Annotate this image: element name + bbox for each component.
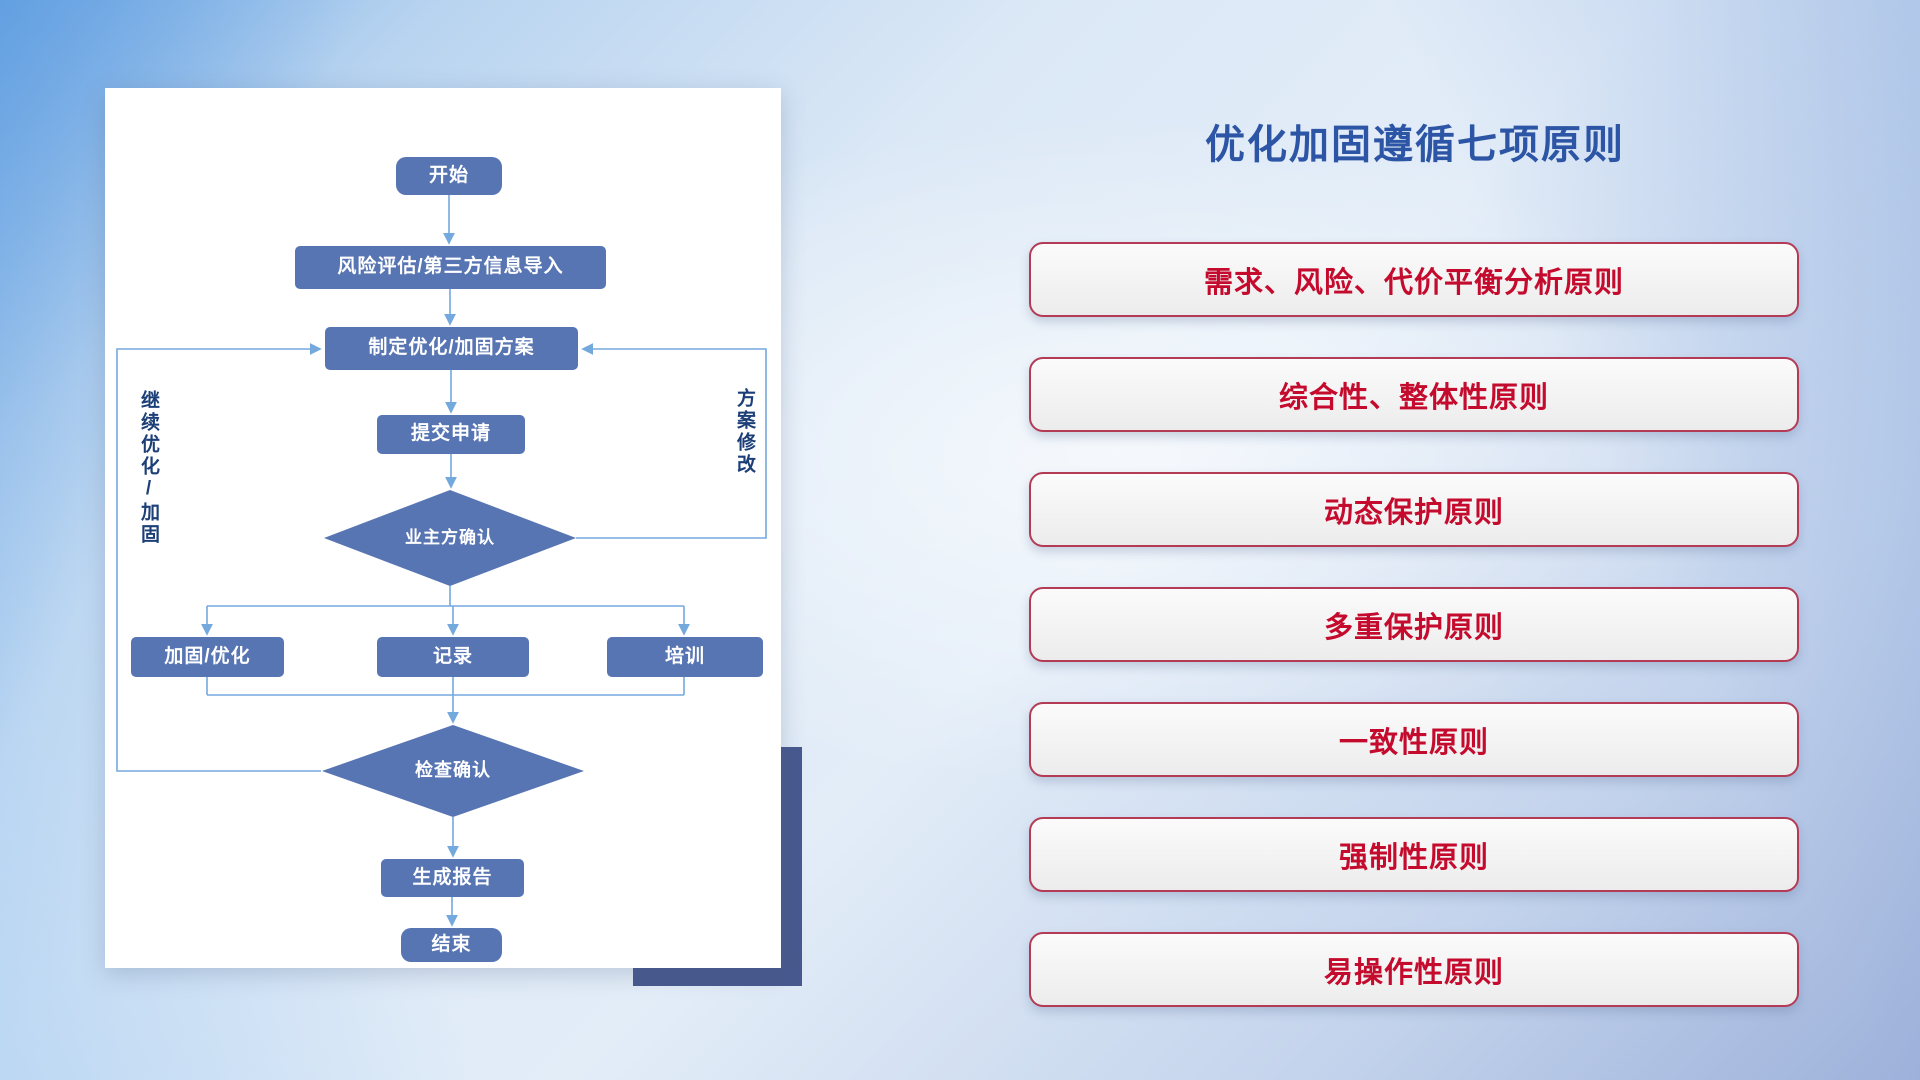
principle-item: 多重保护原则 xyxy=(1029,587,1799,662)
flow-node-submit: 提交申请 xyxy=(377,415,525,454)
flow-node-start: 开始 xyxy=(396,157,502,195)
flow-node-harden-optimize: 加固/优化 xyxy=(131,637,284,677)
flow-node-training: 培训 xyxy=(607,637,763,677)
flowchart-connectors xyxy=(116,195,767,927)
flowchart-card: 开始 风险评估/第三方信息导入 制定优化/加固方案 提交申请 业主方确认 加固/… xyxy=(105,88,781,968)
flow-node-risk-assessment: 风险评估/第三方信息导入 xyxy=(295,246,606,289)
principle-item: 强制性原则 xyxy=(1029,817,1799,892)
flow-node-end: 结束 xyxy=(401,928,502,962)
flow-node-record: 记录 xyxy=(377,637,529,677)
principle-item: 综合性、整体性原则 xyxy=(1029,357,1799,432)
principle-item: 动态保护原则 xyxy=(1029,472,1799,547)
principles-list: 需求、风险、代价平衡分析原则 综合性、整体性原则 动态保护原则 多重保护原则 一… xyxy=(1029,242,1799,1007)
flow-node-generate-report: 生成报告 xyxy=(381,859,524,897)
principle-item: 易操作性原则 xyxy=(1029,932,1799,1007)
flow-node-make-plan: 制定优化/加固方案 xyxy=(325,327,578,370)
page-title: 优化加固遵循七项原则 xyxy=(1205,123,1625,167)
flow-label-plan-modify: 方案修改 xyxy=(734,388,755,476)
principle-item: 一致性原则 xyxy=(1029,702,1799,777)
principle-item: 需求、风险、代价平衡分析原则 xyxy=(1029,242,1799,317)
flow-label-continue-optimize: 继续优化/加固 xyxy=(138,390,159,546)
